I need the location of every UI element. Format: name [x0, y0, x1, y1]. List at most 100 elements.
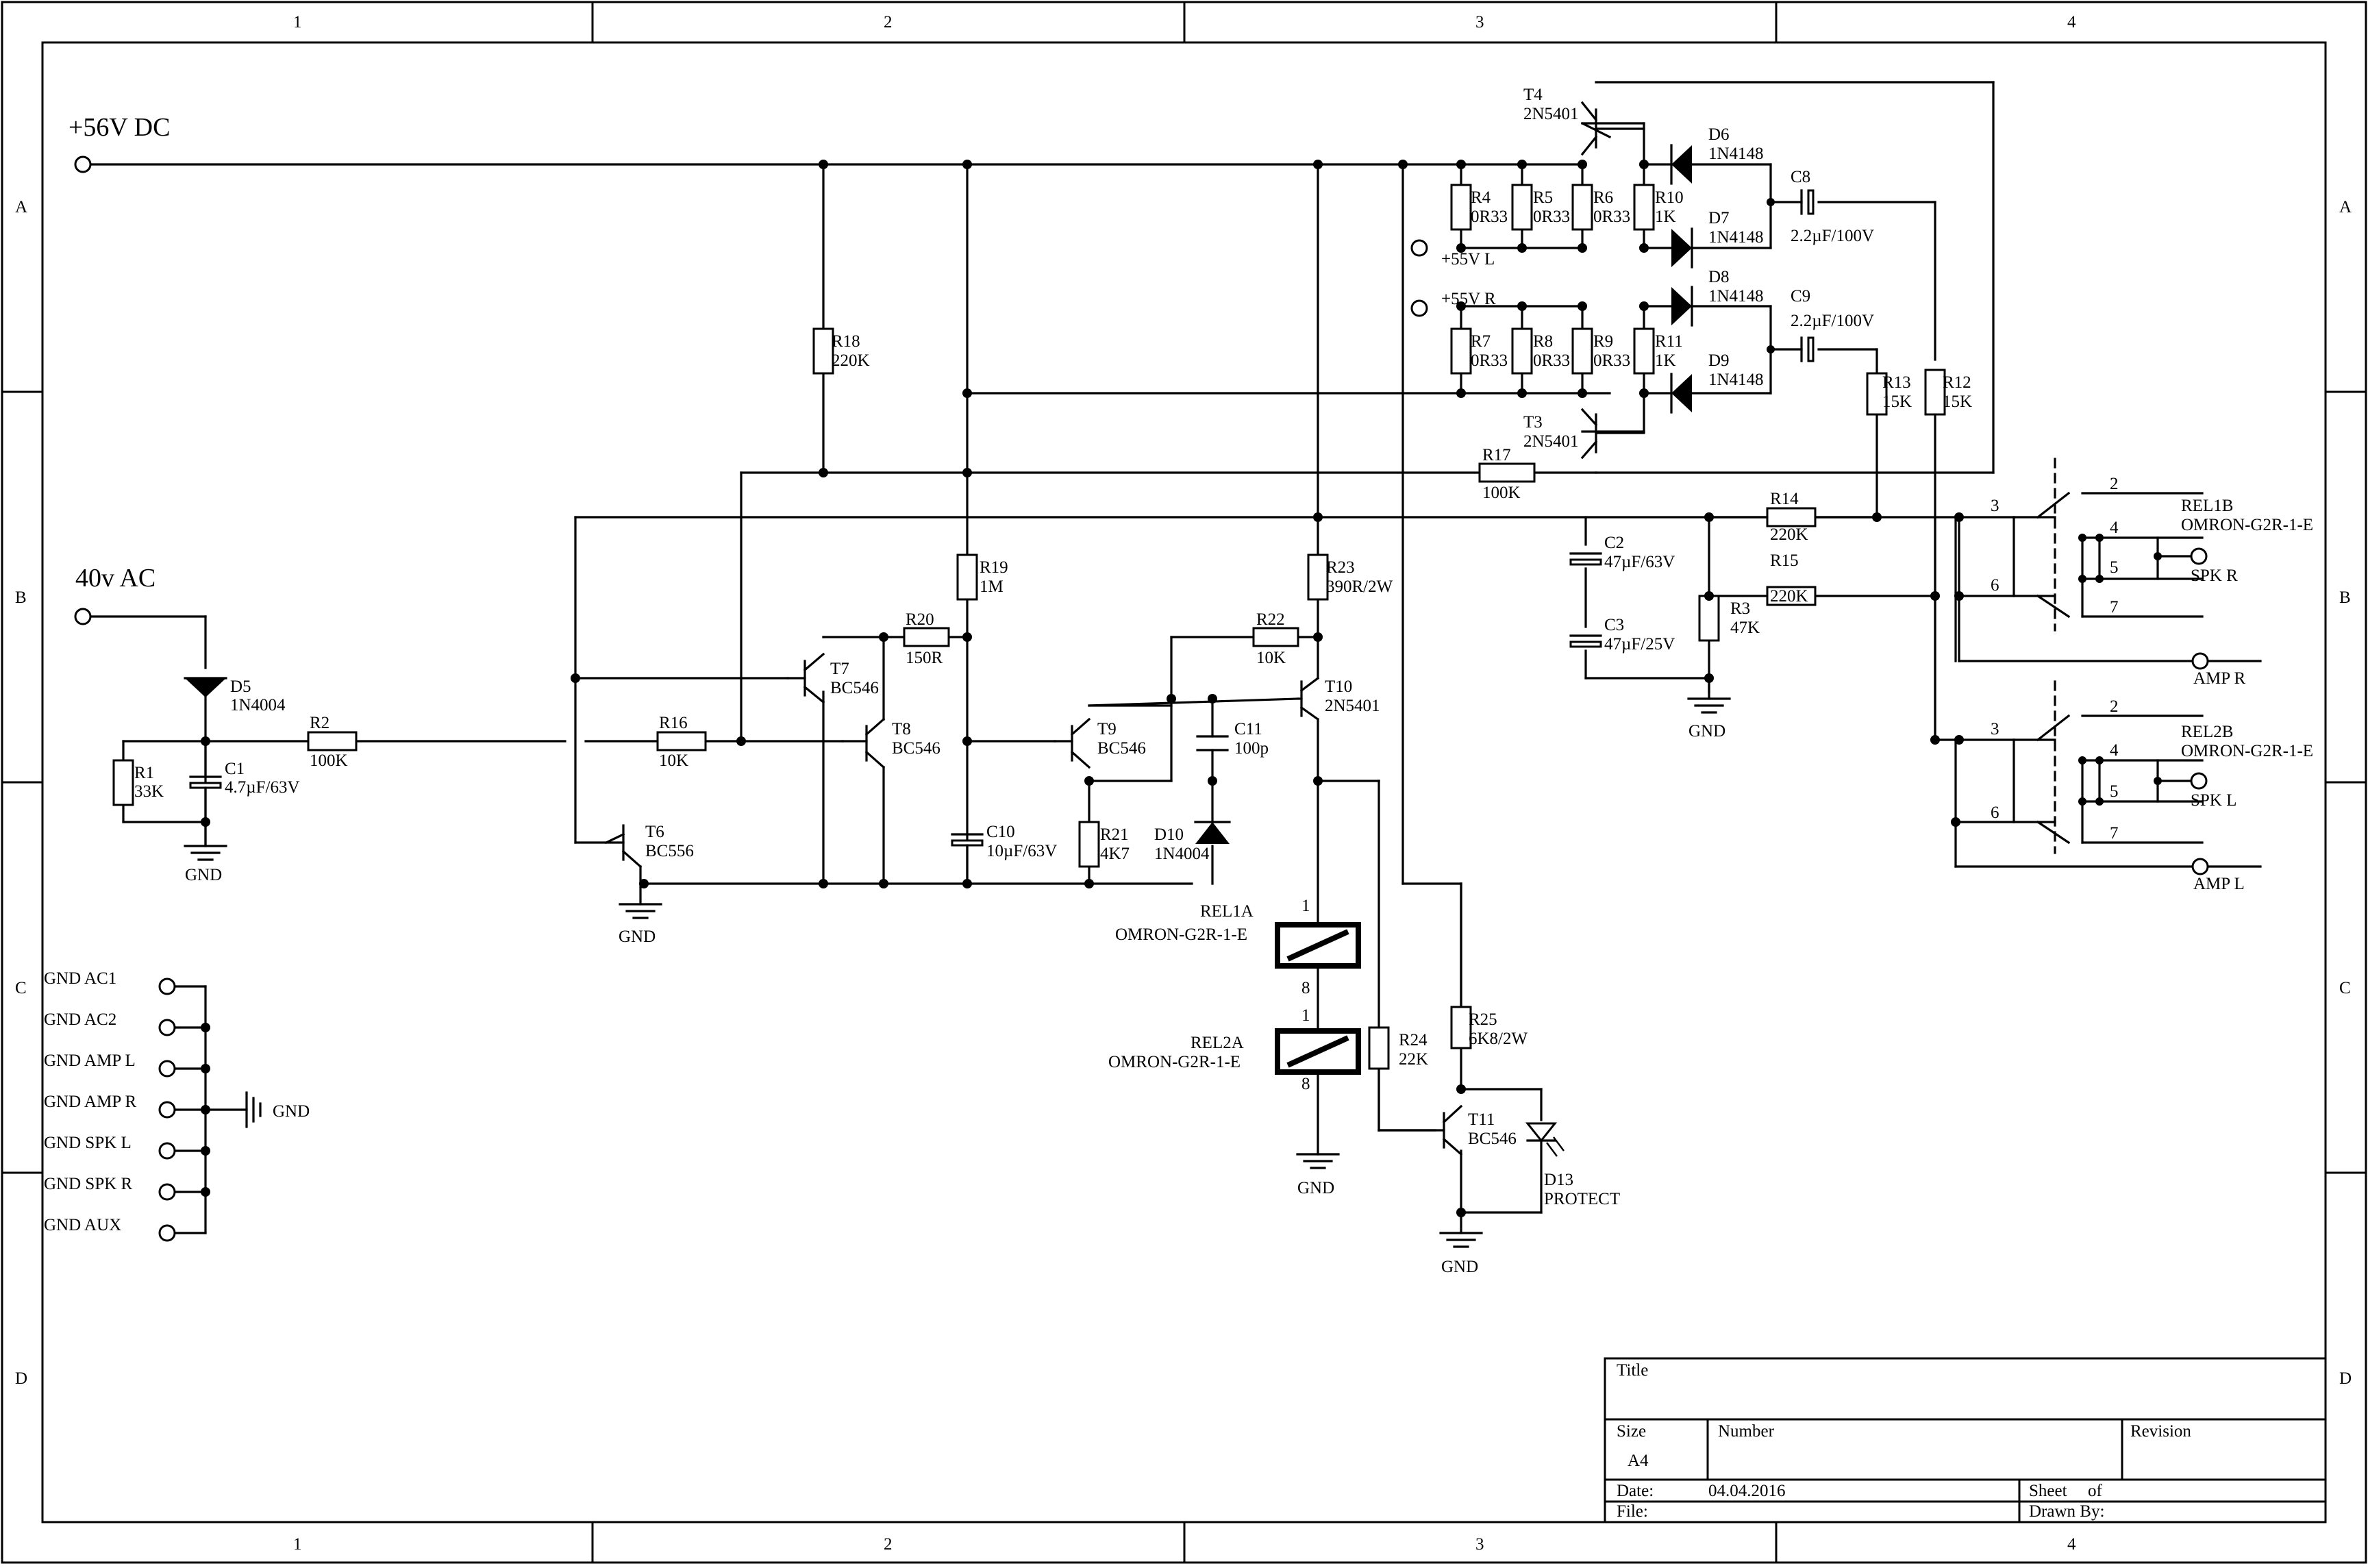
- terminal-55v-l: [1410, 239, 1428, 257]
- zone-row-d-right: D: [2339, 1369, 2352, 1388]
- c10-val: 10µF/63V: [986, 842, 1057, 860]
- spk-r-label: SPK R: [2191, 567, 2238, 585]
- r14-val: 220K: [1770, 525, 1808, 544]
- terminal-56v-dc: [74, 155, 92, 173]
- r1-ref: R1: [134, 764, 154, 782]
- r10-ref: R10: [1655, 188, 1684, 207]
- d7-symbol: [1671, 227, 1693, 269]
- date-value: 04.04.2016: [1708, 1482, 1786, 1500]
- gnd-spk-r-label: GND SPK R: [44, 1175, 133, 1193]
- c9-ref: C9: [1791, 287, 1810, 306]
- c2-symbol: [1569, 552, 1602, 566]
- r6-val: 0R33: [1593, 208, 1630, 226]
- c1-ref: C1: [225, 760, 245, 778]
- r11-body: [1633, 327, 1655, 375]
- gnd-rel: [1296, 1153, 1340, 1169]
- title-label: Title: [1617, 1361, 1648, 1380]
- r4-body: [1450, 184, 1472, 231]
- rel1a-pin-1: 1: [1301, 897, 1310, 915]
- zone-row-d-left: D: [15, 1369, 27, 1388]
- r16-ref: R16: [659, 714, 688, 732]
- d13-ref: D13: [1544, 1171, 1573, 1189]
- zone-col-1-bottom: 1: [293, 1535, 302, 1554]
- relay-coils: [1275, 922, 1361, 1075]
- r25-ref: R25: [1469, 1010, 1497, 1029]
- r12-body: [1924, 369, 1946, 416]
- t11-ref: T11: [1468, 1110, 1495, 1129]
- t6-symbol: [574, 824, 643, 906]
- r10-body: [1633, 184, 1655, 231]
- zone-labels: 1 2 3 4 1 2 3 4 A B C D A B C D: [15, 13, 2352, 1554]
- t7-symbol: [786, 652, 825, 704]
- d10-ref: D10: [1154, 825, 1184, 844]
- d5-val: 1N4004: [230, 696, 286, 714]
- t10-ref: T10: [1325, 677, 1352, 696]
- c3-symbol: [1569, 634, 1602, 648]
- t11-val: BC546: [1468, 1130, 1517, 1148]
- t9-ref: T9: [1097, 720, 1117, 738]
- ac-input-label: 40v AC: [75, 564, 155, 593]
- r8-val: 0R33: [1533, 351, 1570, 370]
- number-label: Number: [1718, 1422, 1775, 1441]
- rel2b-pin-3: 3: [1991, 720, 1999, 738]
- r24-body: [1368, 1026, 1390, 1070]
- r19-ref: R19: [980, 558, 1008, 577]
- size-label: Size: [1617, 1422, 1646, 1441]
- gnd-t6-label: GND: [619, 928, 656, 946]
- amp-l-label: AMP L: [2193, 875, 2245, 893]
- c8-symbol: [1800, 189, 1815, 215]
- power-labels: +56V DC 40v AC +55V L +55V R: [68, 113, 1496, 593]
- r15-ref: R15: [1770, 551, 1799, 570]
- rel2a-pin-1: 1: [1301, 1006, 1310, 1025]
- r6-ref: R6: [1593, 188, 1613, 207]
- rail-r-label: +55V R: [1441, 290, 1496, 308]
- diodes: [184, 144, 1693, 1157]
- r9-ref: R9: [1593, 332, 1613, 351]
- r5-body: [1511, 184, 1533, 231]
- gnd-r3: [1687, 677, 1731, 714]
- sheet-label: Sheet: [2029, 1482, 2067, 1500]
- d13-led-symbol: [1525, 1122, 1565, 1157]
- c2-ref: C2: [1604, 534, 1624, 552]
- zone-col-2-bottom: 2: [884, 1535, 893, 1554]
- t7-ref: T7: [830, 660, 849, 678]
- r25-val: 6K8/2W: [1469, 1030, 1528, 1048]
- r11-ref: R11: [1655, 332, 1683, 351]
- t9-symbol: [1054, 717, 1091, 769]
- c8-val: 2.2µF/100V: [1791, 227, 1874, 245]
- c1-val: 4.7µF/63V: [225, 778, 300, 797]
- d9-symbol: [1670, 373, 1692, 414]
- d9-val: 1N4148: [1708, 371, 1764, 389]
- title-block: Title Size A4 Number Revision Date: 04.0…: [1604, 1357, 2327, 1523]
- d10-val: 1N4004: [1154, 845, 1210, 863]
- zone-col-3-top: 3: [1475, 13, 1484, 32]
- gnd-amp-r-label: GND AMP R: [44, 1093, 137, 1111]
- revision-label: Revision: [2130, 1422, 2191, 1441]
- terminal-amp-l: [2191, 858, 2209, 875]
- r20-body: [903, 627, 950, 647]
- d5-symbol: [184, 677, 227, 697]
- c8-ref: C8: [1791, 168, 1810, 186]
- r17-val: 100K: [1482, 484, 1521, 502]
- gnd-ac1-label: GND AC1: [44, 969, 116, 988]
- r22-ref: R22: [1256, 610, 1285, 629]
- d8-symbol: [1671, 286, 1693, 327]
- ground-symbols: [184, 677, 1731, 1248]
- rel2b-pin-2: 2: [2110, 697, 2119, 716]
- r5-ref: R5: [1533, 188, 1553, 207]
- r22-body: [1252, 627, 1299, 647]
- t4-symbol: [1580, 101, 1645, 156]
- terminals: [74, 155, 2209, 1242]
- gnd-bus-label: GND: [273, 1102, 310, 1121]
- r18-ref: R18: [832, 332, 860, 351]
- rel1b-ref: REL1B: [2181, 497, 2233, 515]
- of-label: of: [2088, 1482, 2103, 1500]
- r22-val: 10K: [1256, 649, 1286, 667]
- transistors: [574, 101, 1645, 1156]
- d9-ref: D9: [1708, 351, 1730, 370]
- t11-symbol: [1378, 1104, 1463, 1156]
- resistors: [112, 184, 1946, 1070]
- gnd-ac2-label: GND AC2: [44, 1010, 116, 1029]
